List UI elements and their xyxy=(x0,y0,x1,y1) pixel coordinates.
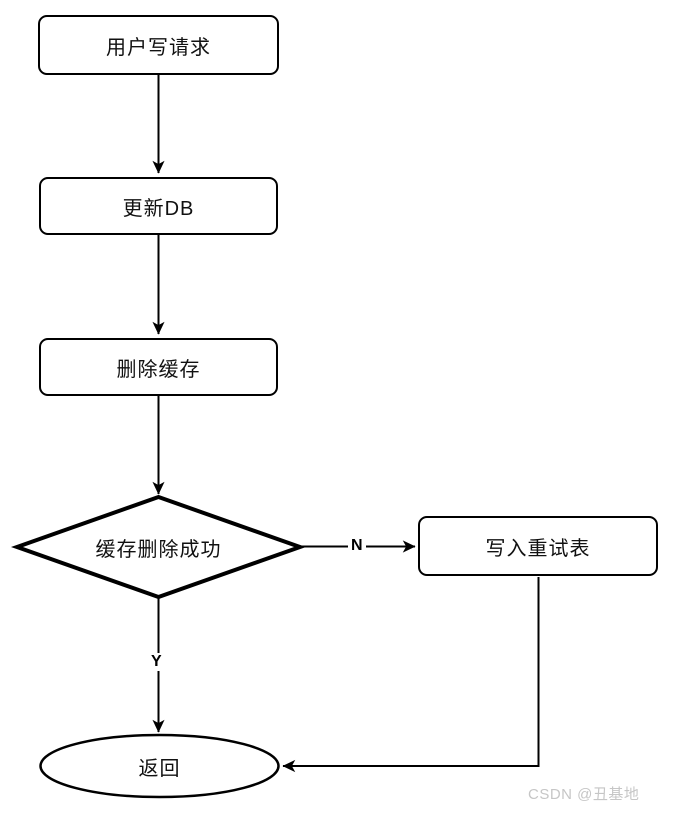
end-ellipse-shape xyxy=(39,733,280,799)
node-write-retry-table: 写入重试表 xyxy=(418,516,658,576)
csdn-watermark: CSDN @丑基地 xyxy=(528,786,640,803)
edge-retry-to-end xyxy=(282,577,540,773)
node-delete-cache: 删除缓存 xyxy=(39,338,278,396)
node-end-label: 返回 xyxy=(138,757,181,780)
edge-label-no: N xyxy=(348,537,366,555)
edge-label-yes: Y xyxy=(148,653,165,671)
node-start: 用户写请求 xyxy=(38,15,279,75)
node-decision-label: 缓存删除成功 xyxy=(95,538,222,561)
decision-diamond-shape xyxy=(10,494,307,600)
node-update-db: 更新DB xyxy=(39,177,278,235)
